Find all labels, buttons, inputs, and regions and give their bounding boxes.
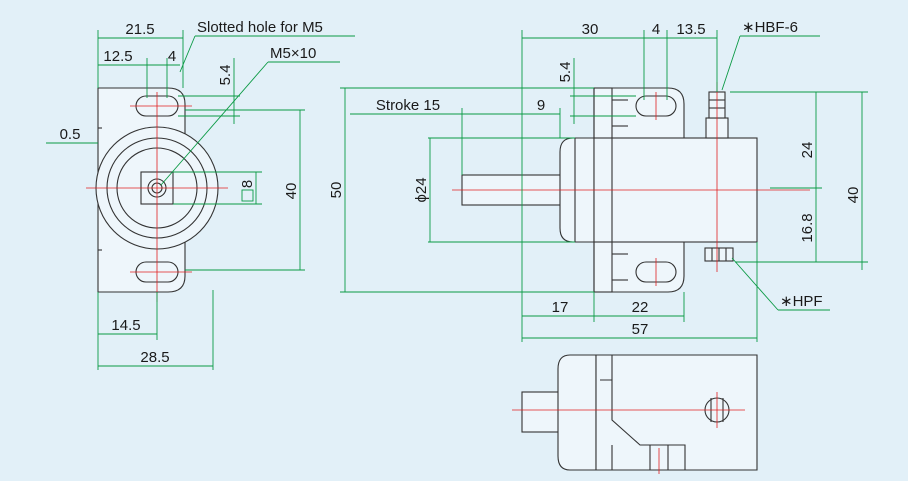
dim-rod-length: 17 [552, 299, 569, 316]
top-view [512, 354, 758, 474]
dim-slot-height: 5.4 [217, 65, 234, 86]
side-view: 30 4 13.5 ∗HBF-6 5.4 50 Stroke 15 9 ϕ24 … [328, 19, 868, 342]
dim-hole-offset: 12.5 [103, 48, 132, 65]
leader-thread [160, 61, 269, 186]
top-body [595, 354, 758, 471]
note-hbf: ∗HBF-6 [742, 19, 798, 36]
square-symbol [241, 189, 254, 202]
leader-slotted-hole [179, 35, 196, 73]
flange-top-block [593, 87, 613, 139]
note-hpf: ∗HPF [780, 293, 823, 310]
dim-square: 8 [239, 180, 256, 188]
dim-plate-thickness: 0.5 [60, 126, 81, 143]
leader-hbf [721, 35, 741, 91]
dim-diameter: ϕ24 [413, 177, 430, 202]
dim-body-height: 40 [845, 187, 862, 204]
note-thread: M5×10 [270, 45, 316, 62]
dim-gap: 4 [652, 21, 660, 38]
dim-width-top: 21.5 [125, 21, 154, 38]
dim-overall-height: 50 [328, 182, 345, 199]
dim-lower: 16.8 [799, 213, 816, 242]
dim-height: 40 [283, 183, 300, 200]
note-slotted-hole: Slotted hole for M5 [197, 19, 323, 36]
top-flange-profile [600, 379, 686, 470]
dim-side-slot-height: 5.4 [557, 62, 574, 83]
top-nose [557, 354, 597, 471]
top-rod [521, 391, 563, 433]
dim-center-x: 14.5 [111, 317, 140, 334]
flange-bottom-block [593, 241, 613, 293]
dim-flange: 13.5 [676, 21, 705, 38]
dim-stroke: Stroke 15 [376, 97, 440, 114]
front-view: 21.5 12.5 4 Slotted hole for M5 5.4 M5×1… [46, 19, 355, 370]
dim-total-length: 57 [632, 321, 649, 338]
dim-body-length: 22 [632, 299, 649, 316]
dim-hole-width: 4 [168, 48, 176, 65]
dim-body-top: 30 [582, 21, 599, 38]
leader-hpf [731, 257, 779, 311]
dim-nose: 9 [537, 97, 545, 114]
dim-upper: 24 [799, 142, 816, 159]
dim-total-width: 28.5 [140, 349, 169, 366]
